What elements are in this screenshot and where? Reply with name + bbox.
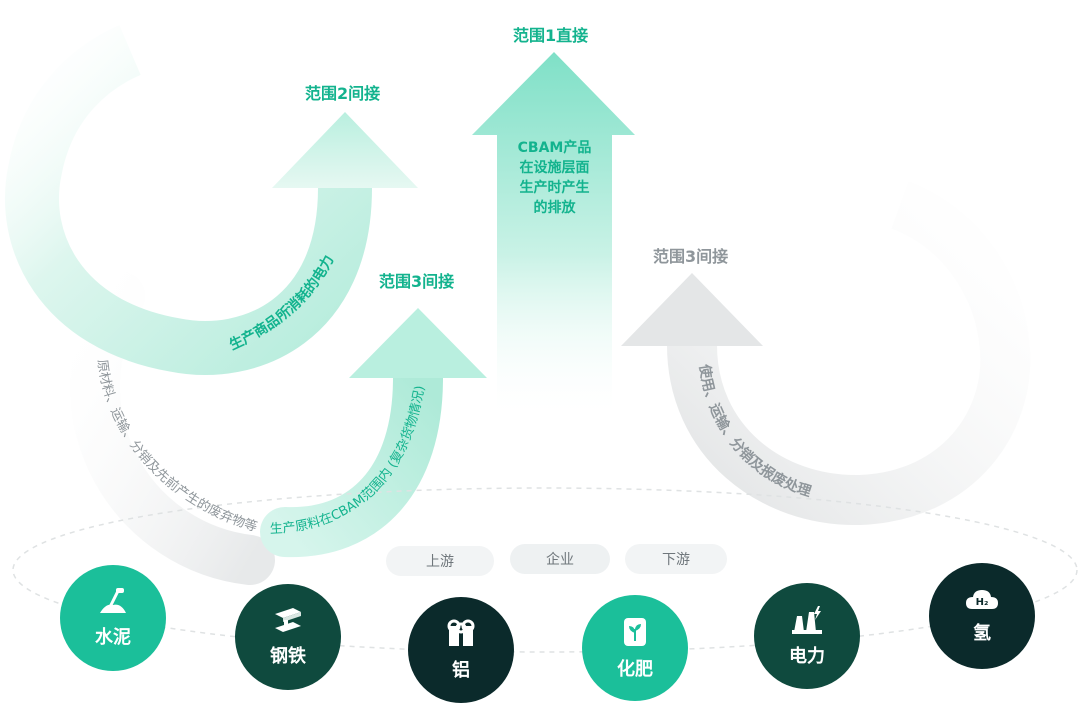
sector-label: 水泥 — [95, 627, 131, 648]
scope1-desc-line: 的排放 — [533, 200, 576, 216]
svg-text:H₂: H₂ — [976, 597, 989, 608]
scope2-title: 范围2间接 — [305, 84, 381, 103]
scope3-downstream-title: 范围3间接 — [653, 247, 729, 266]
scope1-desc-line: 生产时产生 — [519, 180, 590, 196]
power-plant-icon — [790, 604, 824, 636]
sector-steel: 钢铁 — [235, 584, 341, 690]
cement-shovel-icon — [96, 587, 130, 617]
scope1-description: CBAM产品 在设施层面 生产时产生 的排放 — [497, 138, 612, 218]
scope1-arrow — [472, 52, 635, 420]
sector-aluminium: 铝 — [408, 597, 514, 703]
sector-fertilizer: 化肥 — [582, 595, 688, 701]
hydrogen-cloud-icon: H₂ — [964, 587, 1000, 613]
scope3-downstream-arrow-head — [621, 273, 763, 346]
scope2-arc — [5, 25, 372, 375]
sector-cement: 水泥 — [60, 565, 166, 671]
stage-enterprise: 企业 — [510, 544, 610, 574]
scope3-downstream-arc — [667, 181, 1031, 526]
sector-label: 化肥 — [617, 659, 653, 680]
steel-beam-icon — [271, 606, 305, 636]
sector-hydrogen: H₂ 氢 — [929, 563, 1035, 669]
sector-label: 钢铁 — [270, 646, 306, 667]
stage-upstream: 上游 — [386, 546, 494, 576]
aluminium-rolls-icon — [444, 618, 478, 650]
scope1-desc-line: 在设施层面 — [519, 160, 590, 176]
scope3-upstream-title: 范围3间接 — [379, 272, 455, 291]
sector-label: 铝 — [452, 660, 470, 681]
scope3-upstream-arc — [260, 353, 443, 558]
fertilizer-bag-icon — [620, 615, 650, 649]
scope1-desc-line: CBAM产品 — [517, 140, 592, 156]
sector-label: 氢 — [973, 623, 991, 644]
sector-power: 电力 — [754, 583, 860, 689]
sector-label: 电力 — [789, 646, 825, 667]
scope1-title: 范围1直接 — [513, 26, 589, 45]
stage-downstream: 下游 — [625, 544, 727, 574]
value-chain-track — [12, 487, 1078, 653]
scope3-upstream-arrow-head — [349, 308, 487, 378]
scope2-arrow-head — [272, 112, 418, 188]
